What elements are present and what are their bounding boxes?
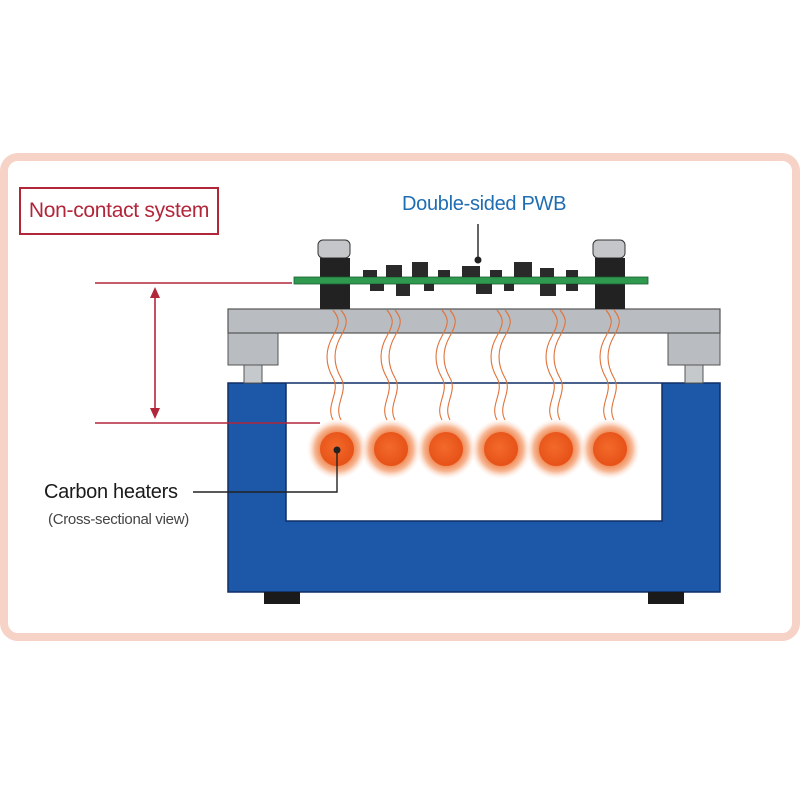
foot-right [648, 592, 684, 604]
heater-housing [227, 382, 721, 604]
distance-dimension [95, 282, 320, 424]
outer-frame [0, 153, 800, 641]
support-left [227, 332, 279, 384]
heater-2 [361, 419, 421, 479]
heater-6-wave [599, 309, 612, 421]
heater-2-wave [388, 309, 401, 421]
heater-4-wave [498, 309, 511, 421]
heater-3 [416, 419, 476, 479]
heater-6 [580, 419, 640, 479]
heater-5 [526, 419, 586, 479]
heater-label: Carbon heaters [44, 481, 178, 503]
heater-2-wave [380, 309, 393, 421]
heater-leader [193, 450, 338, 493]
foot-left [264, 592, 300, 604]
pwb-leader-dot [474, 256, 482, 264]
heater-1-wave [334, 309, 347, 421]
clamp-right [592, 239, 626, 309]
heater-note: (Cross-sectional view) [48, 511, 189, 528]
support-right [667, 332, 721, 384]
system-title-tag: Non-contact system [19, 187, 219, 235]
pwb-label: Double-sided PWB [402, 193, 567, 215]
heater-3-wave [443, 309, 456, 421]
heater-5-wave [553, 309, 566, 421]
top-plate [227, 308, 721, 334]
heater-4 [471, 419, 531, 479]
heater-leader-dot [333, 446, 341, 454]
heater-6-wave [607, 309, 620, 421]
heater-5-wave [545, 309, 558, 421]
heater-3-wave [435, 309, 448, 421]
heater-1-wave [326, 309, 339, 421]
double-sided-pwb [293, 262, 649, 296]
heater-4-wave [490, 309, 503, 421]
heat-waves [326, 309, 620, 421]
carbon-heaters [307, 419, 640, 479]
clamp-left [317, 239, 351, 309]
